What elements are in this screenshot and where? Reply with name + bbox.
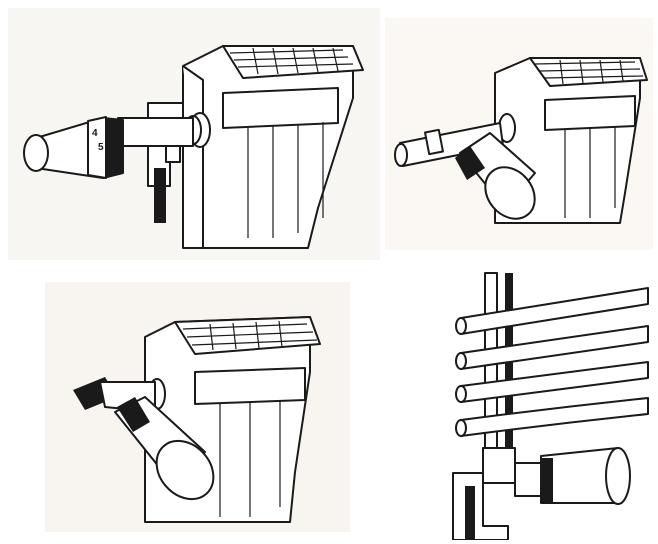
angled-valve-body bbox=[452, 447, 544, 540]
towel-rail-icon bbox=[455, 272, 649, 454]
dial-mark-4: 4 bbox=[92, 128, 98, 139]
thermostatic-valve-head-icon bbox=[540, 447, 631, 505]
radiator-body bbox=[494, 57, 648, 224]
towel-rail-valve-illustration bbox=[452, 272, 649, 540]
angled-side-valve-illustration bbox=[394, 57, 648, 224]
straight-valve-body bbox=[117, 102, 194, 223]
radiator-body bbox=[182, 45, 364, 249]
dial-mark-5: 5 bbox=[98, 142, 104, 153]
thermostatic-valve-head-icon bbox=[114, 396, 215, 501]
panel-axial-valve-mount: 4 5 bbox=[8, 8, 380, 260]
panel-towel-rail-mount bbox=[413, 258, 655, 540]
thermostatic-valve-head-icon bbox=[455, 132, 536, 220]
angled-corner-valve-illustration bbox=[73, 316, 321, 523]
panel-angled-corner-mount bbox=[45, 282, 350, 532]
axial-valve-illustration: 4 5 bbox=[23, 45, 364, 249]
thermostatic-valve-head-icon: 4 5 bbox=[23, 116, 124, 179]
panel-angled-side-mount bbox=[385, 18, 653, 250]
